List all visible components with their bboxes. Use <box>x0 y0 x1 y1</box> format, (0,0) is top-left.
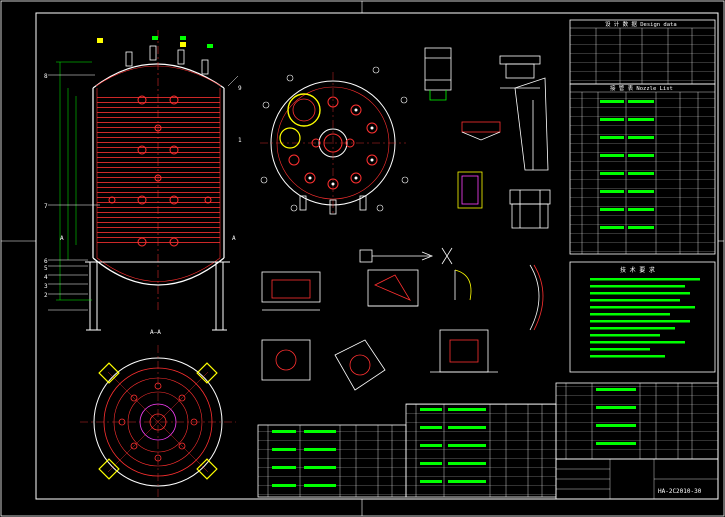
part-number-2: 2 <box>44 292 48 299</box>
part-number-8: 8 <box>44 73 48 80</box>
part-number-5: 5 <box>44 265 48 272</box>
tech-req-title: 技 术 要 求 <box>620 266 655 274</box>
part-number-3: 3 <box>44 283 48 290</box>
drawing-frame <box>35 12 719 500</box>
title-block: HA-2C2010-30 <box>555 458 719 500</box>
bill-of-materials-middle <box>405 403 557 498</box>
section-mark-left: A <box>60 235 64 242</box>
nozzle-list-table: 接 管 表 Nozzle List <box>569 83 716 255</box>
part-number-9: 9 <box>238 85 242 92</box>
part-number-7: 7 <box>44 203 48 210</box>
nozzle-list-title: 接 管 表 Nozzle List <box>610 84 673 92</box>
plan-view-aa: A—A <box>80 329 236 500</box>
part-number-1: 1 <box>238 137 242 144</box>
detail-views <box>261 47 551 391</box>
design-data-title: 设 计 数 据 Design data <box>605 20 677 28</box>
bill-of-materials-left <box>257 424 407 498</box>
drawing-number: HA-2C2010-30 <box>658 488 702 495</box>
section-mark-right: A <box>232 235 236 242</box>
design-data-table: 设 计 数 据 Design data <box>569 19 716 85</box>
bill-of-materials-right <box>555 382 719 460</box>
technical-requirements: 技 术 要 求 <box>569 261 716 373</box>
part-number-6: 6 <box>44 258 48 265</box>
section-aa-label: A—A <box>150 329 161 336</box>
top-view <box>260 66 409 215</box>
part-number-4: 4 <box>44 274 48 281</box>
vessel-elevation: 8 9 1 7 6 5 4 3 2 A A <box>44 30 242 331</box>
